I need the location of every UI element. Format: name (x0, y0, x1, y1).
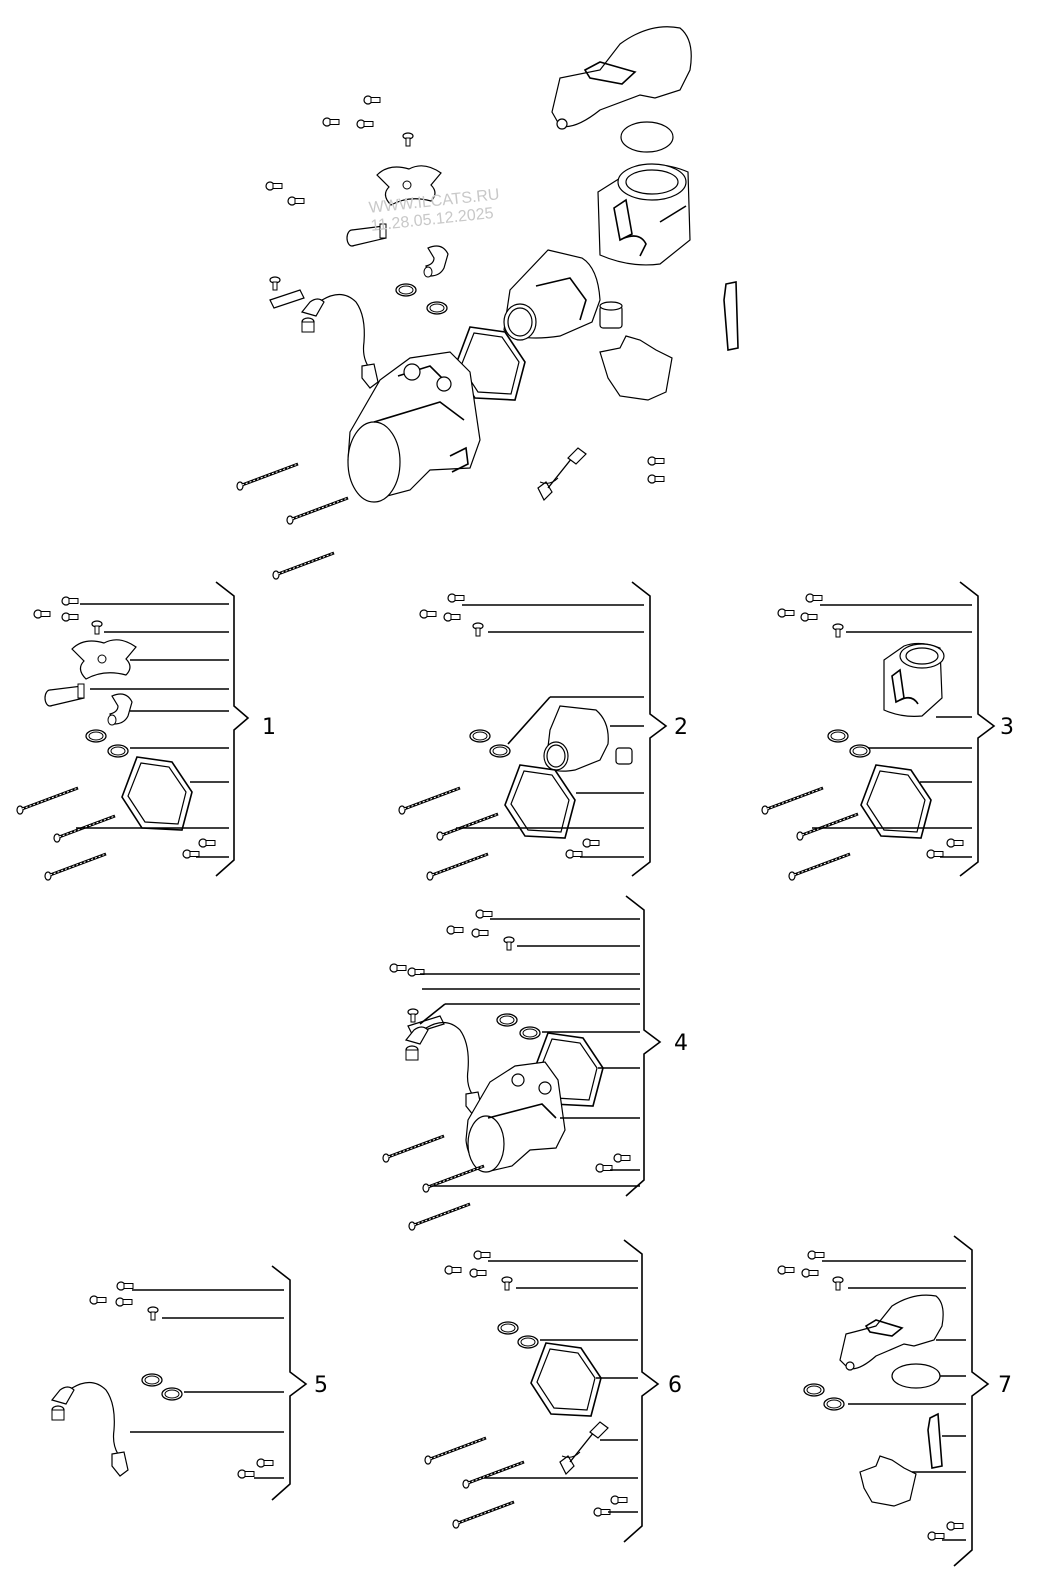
group-4-kit (381, 895, 662, 1232)
group-label-6: 6 (668, 1373, 682, 1398)
group-5-kit (51, 1265, 308, 1501)
group-label-2: 2 (674, 715, 688, 740)
group-2-kit (397, 581, 668, 882)
group-label-1: 1 (262, 715, 276, 740)
group-label-7: 7 (998, 1373, 1012, 1398)
group-label-3: 3 (1000, 715, 1014, 740)
group-7-kit (777, 1235, 990, 1567)
group-6-kit (423, 1239, 660, 1543)
group-label-5: 5 (314, 1373, 328, 1398)
group-3-kit (760, 581, 996, 882)
group-1-kit (15, 581, 250, 882)
group-label-4: 4 (674, 1031, 688, 1056)
